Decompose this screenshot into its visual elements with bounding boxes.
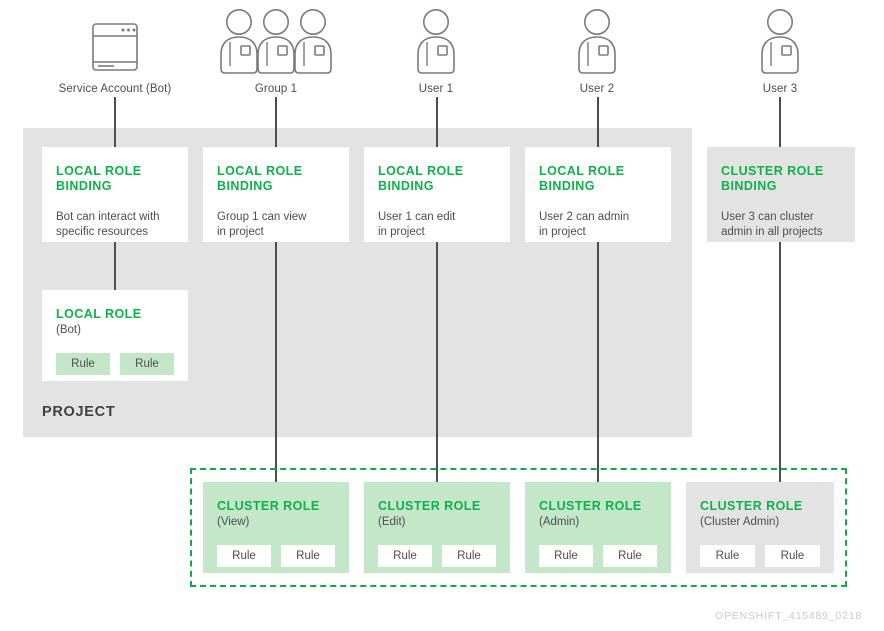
card-title: CLUSTER ROLE: [378, 499, 481, 513]
card-subtitle: (Admin): [539, 516, 580, 528]
card-title: CLUSTER ROLE BINDING: [721, 164, 841, 194]
card-description-line-2: in project: [378, 225, 425, 238]
window-icon: [35, 8, 195, 76]
rule-chip[interactable]: Rule: [56, 353, 110, 375]
rule-chip[interactable]: Rule: [539, 545, 593, 567]
document-code: OPENSHIFT_415489_0218: [715, 610, 862, 622]
card-description-line-1: User 3 can cluster: [721, 211, 814, 223]
card-title-line-1: CLUSTER ROLE: [721, 164, 824, 178]
card-title-line-2: BINDING: [539, 179, 595, 193]
card-title: LOCAL ROLE: [56, 307, 142, 321]
card-description: User 3 can cluster admin in all projects: [721, 210, 841, 239]
card-local-role-binding-user-2[interactable]: LOCAL ROLE BINDING User 2 can admin in p…: [525, 147, 671, 242]
person-icon: [356, 8, 516, 76]
rule-chip[interactable]: Rule: [281, 545, 335, 567]
card-description-line-2: in project: [217, 225, 264, 238]
connector-line-group-1-to-cluster-role: [275, 240, 277, 488]
card-title: LOCAL ROLE BINDING: [217, 164, 335, 194]
card-cluster-role-edit[interactable]: CLUSTER ROLE (Edit) Rule Rule: [364, 482, 510, 573]
cluster-scope-region: [190, 468, 847, 587]
rule-list: Rule Rule: [539, 545, 657, 567]
card-subtitle: (View): [217, 516, 250, 528]
card-subtitle: (Bot): [56, 324, 81, 336]
rule-chip[interactable]: Rule: [700, 545, 755, 567]
card-title: LOCAL ROLE BINDING: [56, 164, 174, 194]
card-title-line-1: LOCAL ROLE: [539, 164, 625, 178]
actor-label: Group 1: [254, 83, 298, 95]
card-title: CLUSTER ROLE: [217, 499, 320, 513]
card-title-line-2: BINDING: [217, 179, 273, 193]
card-description-line-2: specific resources: [56, 225, 149, 238]
rule-list: Rule Rule: [217, 545, 335, 567]
card-subtitle: (Cluster Admin): [700, 516, 780, 528]
actor-label: User 2: [579, 83, 615, 95]
actor-group-1: Group 1: [196, 8, 356, 95]
connector-line-group-1: [275, 97, 277, 149]
connector-line-user-3: [779, 97, 781, 149]
connector-line-user-3-to-cluster-role: [779, 240, 781, 488]
rule-chip[interactable]: Rule: [378, 545, 432, 567]
connector-line-user-2-to-cluster-role: [597, 240, 599, 488]
card-cluster-role-view[interactable]: CLUSTER ROLE (View) Rule Rule: [203, 482, 349, 573]
group-of-people-icon: [196, 8, 356, 76]
card-description-line-2: admin in all projects: [721, 225, 823, 238]
card-cluster-role-binding-user-3[interactable]: CLUSTER ROLE BINDING User 3 can cluster …: [707, 147, 855, 242]
connector-line-user-2: [597, 97, 599, 149]
card-description-line-2: in project: [539, 225, 586, 238]
card-description: Bot can interact with specific resources: [56, 210, 174, 239]
card-title: CLUSTER ROLE: [700, 499, 803, 513]
person-icon: [700, 8, 860, 76]
card-description-line-1: User 1 can edit: [378, 211, 456, 223]
card-cluster-role-cluster-admin[interactable]: CLUSTER ROLE (Cluster Admin) Rule Rule: [686, 482, 834, 573]
connector-line-user-1-to-cluster-role: [436, 240, 438, 488]
rule-chip[interactable]: Rule: [217, 545, 271, 567]
card-description: User 1 can edit in project: [378, 210, 496, 239]
connector-line-binding-bot-to-local-role: [114, 240, 116, 291]
card-title-line-1: LOCAL ROLE: [56, 164, 142, 178]
project-label: PROJECT: [42, 404, 116, 420]
card-description-line-1: User 2 can admin: [539, 211, 630, 223]
card-local-role-binding-user-1[interactable]: LOCAL ROLE BINDING User 1 can edit in pr…: [364, 147, 510, 242]
card-local-role-bot[interactable]: LOCAL ROLE (Bot) Rule Rule: [42, 290, 188, 381]
card-title-line-1: LOCAL ROLE: [378, 164, 464, 178]
actor-label: User 3: [762, 83, 798, 95]
actor-label: User 1: [418, 83, 454, 95]
card-title-line-2: BINDING: [378, 179, 434, 193]
card-local-role-binding-bot[interactable]: LOCAL ROLE BINDING Bot can interact with…: [42, 147, 188, 242]
card-description: Group 1 can view in project: [217, 210, 335, 239]
card-cluster-role-admin[interactable]: CLUSTER ROLE (Admin) Rule Rule: [525, 482, 671, 573]
card-local-role-binding-group-1[interactable]: LOCAL ROLE BINDING Group 1 can view in p…: [203, 147, 349, 242]
card-title-line-2: BINDING: [56, 179, 112, 193]
card-description-line-1: Bot can interact with: [56, 211, 160, 223]
card-title-line-2: BINDING: [721, 179, 777, 193]
card-title: CLUSTER ROLE: [539, 499, 642, 513]
card-title: LOCAL ROLE BINDING: [539, 164, 657, 194]
actor-service-account: Service Account (Bot): [35, 8, 195, 95]
rule-chip[interactable]: Rule: [120, 353, 174, 375]
card-title-line-1: LOCAL ROLE: [217, 164, 303, 178]
rule-chip[interactable]: Rule: [765, 545, 820, 567]
card-title: LOCAL ROLE BINDING: [378, 164, 496, 194]
rule-list: Rule Rule: [700, 545, 820, 567]
person-icon: [517, 8, 677, 76]
actor-label: Service Account (Bot): [58, 83, 172, 95]
actor-user-2: User 2: [517, 8, 677, 95]
rule-list: Rule Rule: [378, 545, 496, 567]
rule-chip[interactable]: Rule: [442, 545, 496, 567]
rule-list: Rule Rule: [56, 353, 174, 375]
card-description: User 2 can admin in project: [539, 210, 657, 239]
actor-user-1: User 1: [356, 8, 516, 95]
card-description-line-1: Group 1 can view: [217, 211, 307, 223]
actor-user-3: User 3: [700, 8, 860, 95]
card-subtitle: (Edit): [378, 516, 406, 528]
connector-line-service-account: [114, 97, 116, 149]
connector-line-user-1: [436, 97, 438, 149]
rule-chip[interactable]: Rule: [603, 545, 657, 567]
